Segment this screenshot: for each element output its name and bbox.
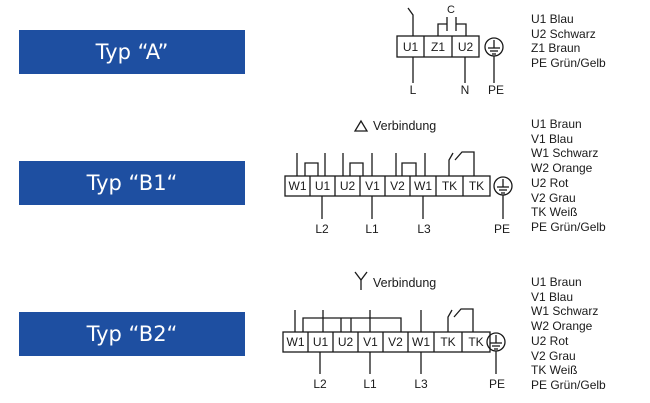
ground-icon xyxy=(484,37,504,57)
terminal-b2-2: U1 xyxy=(313,335,329,349)
legend-b2: U1 Braun V1 Blau W1 Schwarz W2 Orange U2… xyxy=(531,275,606,393)
terminal-b1-5: V2 xyxy=(390,179,405,193)
legend-a-item: Z1 Braun xyxy=(531,41,581,56)
terminal-block-b2 xyxy=(282,331,491,353)
terminal-b1-6: W1 xyxy=(414,179,432,193)
lead-b1-3: L3 xyxy=(417,222,431,236)
terminal-a-1: U1 xyxy=(403,40,419,54)
type-a-badge: Typ “A” xyxy=(19,30,245,74)
legend-b1: U1 Braun V1 Blau W1 Schwarz W2 Orange U2… xyxy=(531,117,606,235)
lead-b2-4: PE xyxy=(489,377,505,391)
lead-b2-2: L1 xyxy=(363,377,377,391)
legend-b2-item: W2 Orange xyxy=(531,319,593,334)
legend-b1-item: W2 Orange xyxy=(531,161,593,176)
b2-star-bridge xyxy=(294,308,474,332)
diagram-b1: Verbindung W1 U1 U2 V1 V2 W1 TK TK xyxy=(284,119,513,236)
legend-b1-item: TK Weiß xyxy=(531,205,578,220)
star-icon xyxy=(354,271,368,290)
terminal-b2-4: V1 xyxy=(363,335,378,349)
legend-b2-item: TK Weiß xyxy=(531,363,578,378)
legend-b1-item: PE Grün/Gelb xyxy=(531,219,606,234)
diagram-a: U1 Z1 U2 C L N PE xyxy=(396,4,504,97)
lead-a-3: PE xyxy=(488,83,504,97)
type-a-label: Typ “A” xyxy=(95,40,169,64)
terminal-b1-4: V1 xyxy=(365,179,380,193)
legend-b2-item: V2 Grau xyxy=(531,348,576,363)
lead-b2-3: L3 xyxy=(414,377,428,391)
terminal-b1-3: U2 xyxy=(340,179,356,193)
delta-icon xyxy=(353,119,369,132)
legend-b2-item: U2 Rot xyxy=(531,333,569,348)
type-b2-badge: Typ “B2“ xyxy=(19,312,245,356)
terminal-b2-1: W1 xyxy=(287,335,305,349)
legend-b1-item: V2 Grau xyxy=(531,190,576,205)
terminal-a-3: U2 xyxy=(458,40,474,54)
legend-b2-item: V1 Blau xyxy=(531,289,574,304)
b1-jumpers xyxy=(296,151,475,176)
lead-b1-2: L1 xyxy=(365,222,379,236)
lead-a-2: N xyxy=(461,83,470,97)
ground-icon xyxy=(493,176,513,196)
legend-b1-item: V1 Blau xyxy=(531,131,574,146)
terminal-b1-1: W1 xyxy=(289,179,307,193)
terminal-b1-2: U1 xyxy=(315,179,331,193)
terminal-b1-8: TK xyxy=(469,179,484,193)
capacitor-label: C xyxy=(447,4,455,16)
legend-b2-item: W1 Schwarz xyxy=(531,304,599,319)
legend-a-item: U2 Schwarz xyxy=(531,26,596,41)
type-b1-badge: Typ “B1“ xyxy=(19,161,245,205)
terminal-b2-8: TK xyxy=(468,335,483,349)
terminal-b1-7: TK xyxy=(442,179,457,193)
terminal-b2-5: V2 xyxy=(388,335,403,349)
switch-icon xyxy=(407,7,414,36)
legend-b1-item: W1 Schwarz xyxy=(531,146,599,161)
lead-b2-1: L2 xyxy=(313,377,327,391)
type-b1-label: Typ “B1“ xyxy=(86,171,178,195)
lead-b1-4: PE xyxy=(494,222,510,236)
legend-a-item: U1 Blau xyxy=(531,12,574,26)
capacitor-icon xyxy=(437,17,467,36)
legend-a: U1 Blau U2 Schwarz Z1 Braun PE Grün/Gelb xyxy=(531,12,606,71)
legend-b1-item: U2 Rot xyxy=(531,175,569,190)
legend-a-item: PE Grün/Gelb xyxy=(531,56,606,71)
terminal-b2-3: U2 xyxy=(338,335,354,349)
type-b2-label: Typ “B2“ xyxy=(86,322,178,346)
legend-b2-item: U1 Braun xyxy=(531,275,582,289)
legend-b2-item: PE Grün/Gelb xyxy=(531,377,606,392)
diagram-b2: Verbindung W1 U1 U2 V1 V2 W1 TK TK xyxy=(282,271,506,391)
terminal-b2-7: TK xyxy=(440,335,455,349)
terminal-a-2: Z1 xyxy=(431,40,445,54)
lead-a-1: L xyxy=(410,83,417,97)
b2-connection-label: Verbindung xyxy=(373,276,436,290)
b1-connection-label: Verbindung xyxy=(373,119,436,133)
legend-b1-item: U1 Braun xyxy=(531,117,582,131)
lead-b1-1: L2 xyxy=(315,222,329,236)
terminal-b2-6: W1 xyxy=(412,335,430,349)
terminal-block-b1 xyxy=(284,175,491,197)
